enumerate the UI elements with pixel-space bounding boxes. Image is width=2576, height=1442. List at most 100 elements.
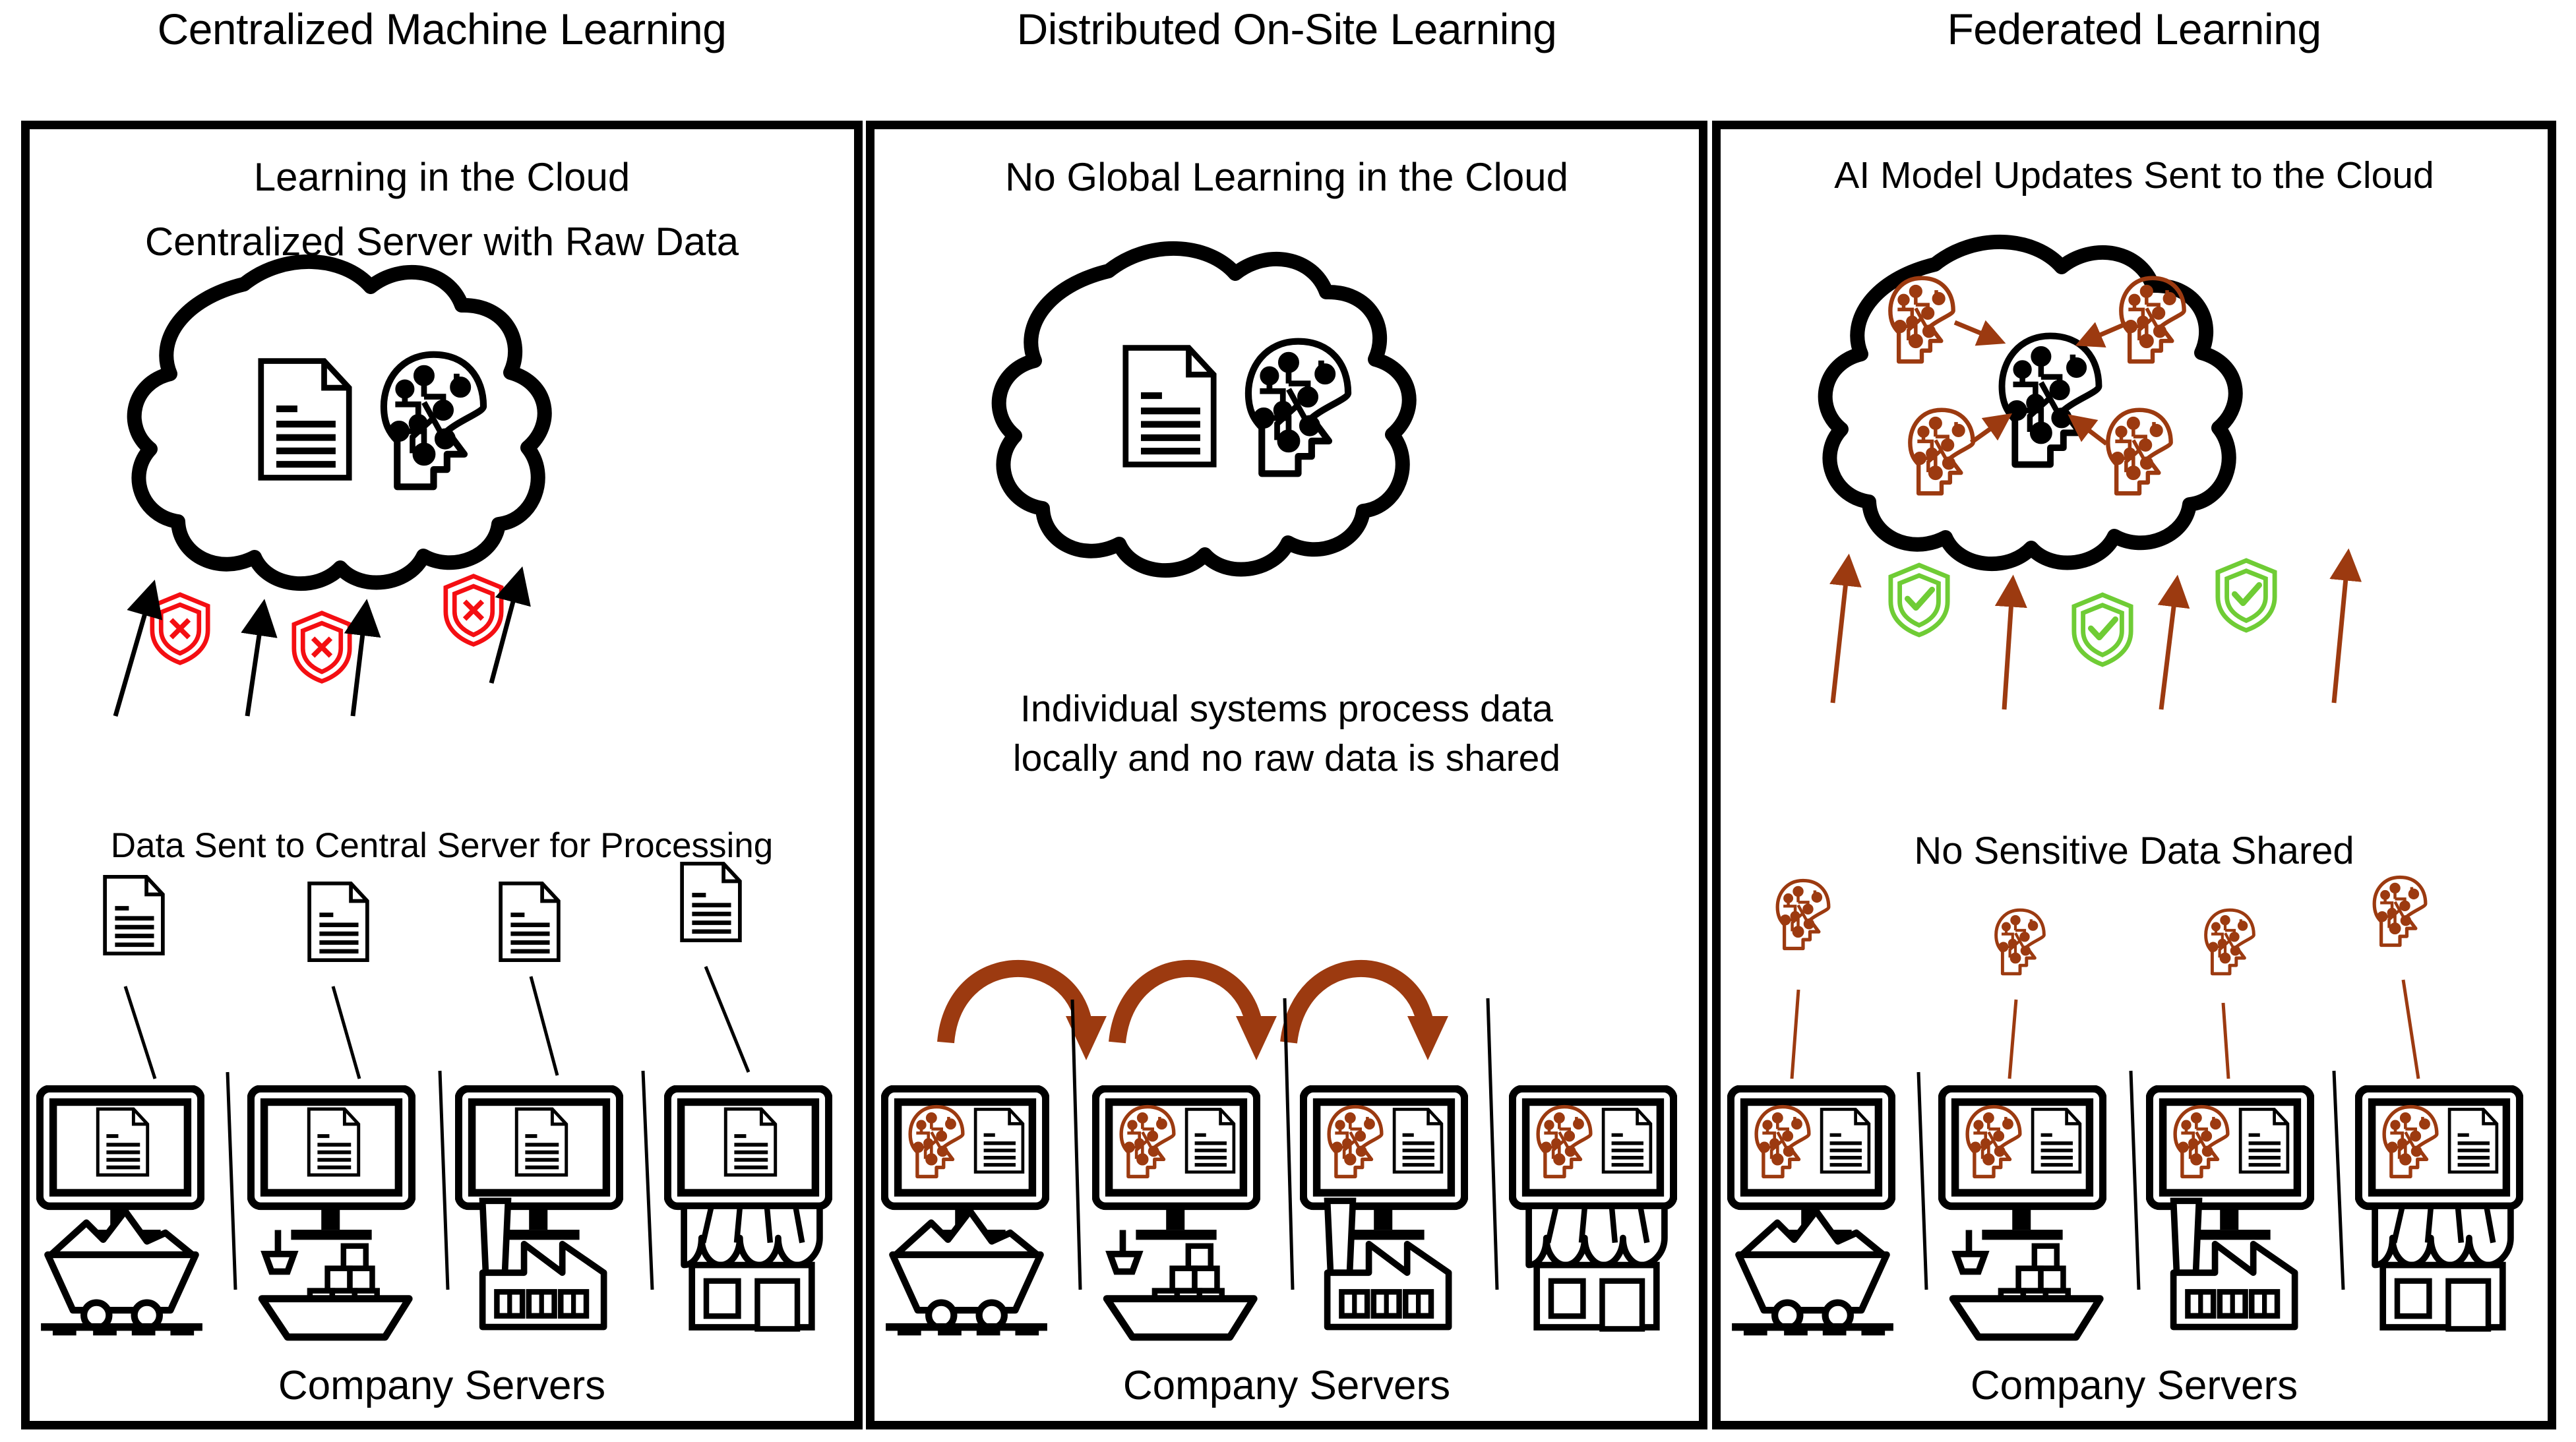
server-monitor [2358, 1089, 2520, 1240]
cloud-centralized [127, 255, 552, 591]
industry-icon-group [41, 1201, 820, 1337]
mid-caption-no-sensitive-data: No Sensitive Data Shared [1914, 829, 2354, 872]
industry-icon-group [1732, 1201, 2511, 1337]
ai-head-icon [2384, 1107, 2437, 1177]
panel-title-federated: Federated Learning [1947, 5, 2321, 53]
model-update-head-group [1777, 877, 2426, 973]
ai-head-icon [1890, 278, 1953, 362]
cloud-federated [1818, 235, 2243, 572]
document-icon [309, 884, 367, 960]
factory-icon [2174, 1201, 2295, 1327]
cargo-ship-icon [262, 1230, 409, 1337]
document-icon [309, 1109, 358, 1175]
factory-icon [483, 1201, 604, 1327]
upload-arrow-group [113, 566, 531, 717]
shield-check-icon [2218, 560, 2275, 630]
server-divider-group [1070, 998, 1499, 1290]
server-monitor [40, 1089, 201, 1240]
server-monitor [1512, 1089, 1674, 1240]
document-icon [1394, 1109, 1442, 1172]
document-icon [975, 1109, 1023, 1172]
document-icon [1603, 1109, 1651, 1172]
mining-cart-icon [1732, 1211, 1893, 1336]
server-monitor-group [884, 1089, 1674, 1240]
upload-arrow [113, 580, 163, 717]
aggregation-arrow [2075, 321, 2128, 347]
server-monitor [1303, 1089, 1465, 1240]
server-monitor [1731, 1089, 1892, 1240]
footer-company-servers-3: Company Servers [1970, 1363, 2298, 1408]
cloud-caption-ai-model-updates: AI Model Updates Sent to the Cloud [1834, 154, 2434, 196]
document-icon [682, 864, 740, 940]
panel-distributed-on-site-learning: No Global Learning in the Cloud Individu… [866, 121, 1707, 1429]
storefront-icon [2375, 1206, 2511, 1329]
peer-arrow-group [937, 959, 1434, 1044]
server-monitor [667, 1089, 829, 1240]
cloud-caption-no-global-learning: No Global Learning in the Cloud [1005, 155, 1568, 199]
aggregation-arrow [1969, 413, 2013, 444]
mining-cart-icon [41, 1211, 202, 1336]
ai-head-icon [1329, 1107, 1382, 1177]
shield-check-icon [2074, 595, 2131, 665]
panel-title-centralized: Centralized Machine Learning [157, 5, 727, 53]
mid-caption-data-sent: Data Sent to Central Server for Processi… [110, 826, 774, 865]
cargo-ship-icon [1107, 1230, 1254, 1337]
panel-centralized-machine-learning: Learning in the Cloud Centralized Server… [21, 121, 863, 1429]
aggregation-arrow [1953, 320, 2006, 346]
ai-head-icon [2374, 877, 2426, 945]
cargo-ship-icon [1953, 1230, 2100, 1337]
document-icon [516, 1109, 566, 1175]
cloud-caption-centralized-server: Centralized Server with Raw Data [144, 220, 739, 264]
document-icon [1822, 1109, 1869, 1172]
shield-x-group [152, 576, 501, 682]
document-icon [2033, 1109, 2080, 1172]
cloud-caption-learning-in-cloud: Learning in the Cloud [253, 155, 630, 199]
ai-head-icon [2108, 410, 2170, 494]
ai-head-icon [2002, 336, 2099, 464]
ai-head-icon [2206, 910, 2254, 974]
mining-cart-icon [886, 1211, 1047, 1336]
industry-icon-group [886, 1201, 1665, 1337]
ai-head-icon [1910, 410, 1973, 494]
footer-company-servers-2: Company Servers [1122, 1363, 1451, 1408]
shield-check-icon [1891, 565, 1947, 635]
update-arrow [2329, 548, 2362, 704]
peer-arrow [937, 960, 1093, 1044]
panel-federated-learning: AI Model Updates Sent to the Cloud No Se… [1712, 121, 2556, 1429]
ai-head-icon [2121, 278, 2184, 362]
panel-title-distributed: Distributed On-Site Learning [1016, 5, 1557, 53]
doc-connector-group [123, 966, 751, 1079]
panel-3-graphics [1721, 235, 2548, 1421]
shield-check-group [1891, 560, 2275, 665]
document-icon [1186, 1109, 1234, 1172]
mid-caption-line-2: locally and no raw data is shared [1012, 737, 1561, 779]
ai-head-icon [2175, 1107, 2228, 1177]
update-arrow [2157, 574, 2190, 710]
server-monitor-group [1731, 1089, 2520, 1240]
update-arrow [1994, 574, 2027, 710]
server-monitor [251, 1089, 412, 1240]
upload-arrow [489, 566, 531, 684]
upload-arrow [344, 599, 381, 717]
shield-x-icon [152, 595, 208, 663]
ai-head-icon [1777, 880, 1829, 948]
shield-x-icon [446, 576, 501, 645]
peer-arrow [1280, 959, 1434, 1044]
panel-1-graphics [30, 255, 854, 1421]
peer-arrow-head-group [1066, 1016, 1448, 1060]
document-icon [2240, 1109, 2288, 1172]
mid-caption-line-1: Individual systems process data [1020, 688, 1553, 730]
server-monitor [1942, 1089, 2103, 1240]
aggregation-arrow [2068, 414, 2108, 446]
server-monitor [458, 1089, 620, 1240]
shield-x-icon [294, 613, 350, 682]
ai-head-icon [910, 1107, 963, 1177]
ai-head-icon [1756, 1107, 1809, 1177]
footer-company-servers-1: Company Servers [278, 1363, 606, 1408]
uploaded-docs-group [105, 864, 740, 960]
cloud-distributed [991, 241, 1417, 578]
server-divider-group [1917, 1070, 2345, 1290]
ai-head-icon [1121, 1107, 1174, 1177]
storefront-icon [1529, 1206, 1665, 1329]
document-icon [725, 1109, 775, 1175]
